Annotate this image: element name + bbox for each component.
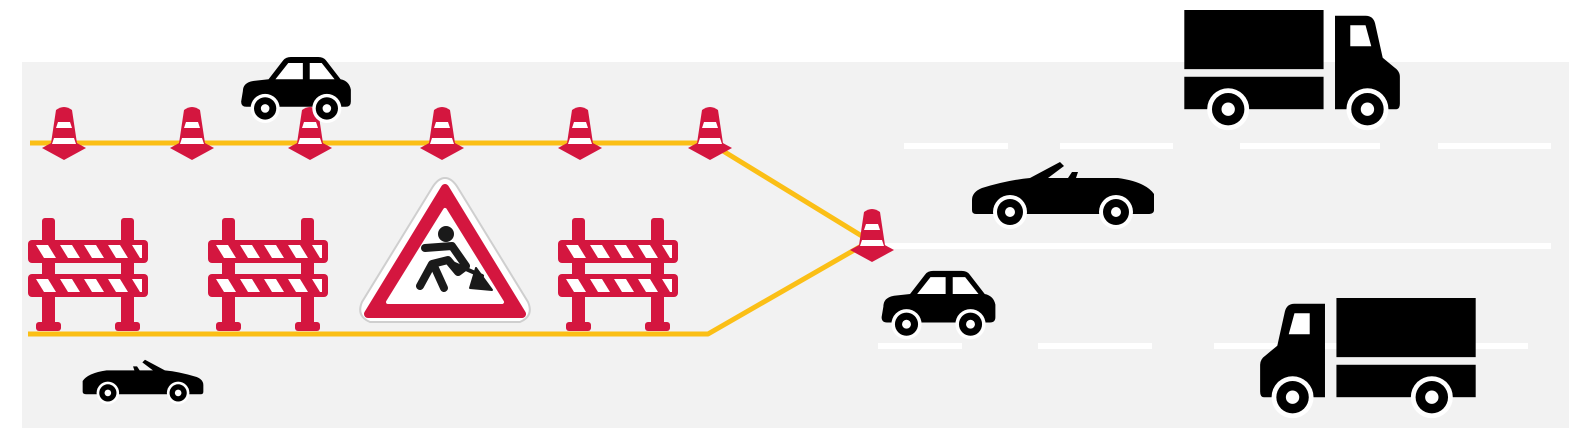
road-works-warning-sign-icon <box>359 176 531 323</box>
